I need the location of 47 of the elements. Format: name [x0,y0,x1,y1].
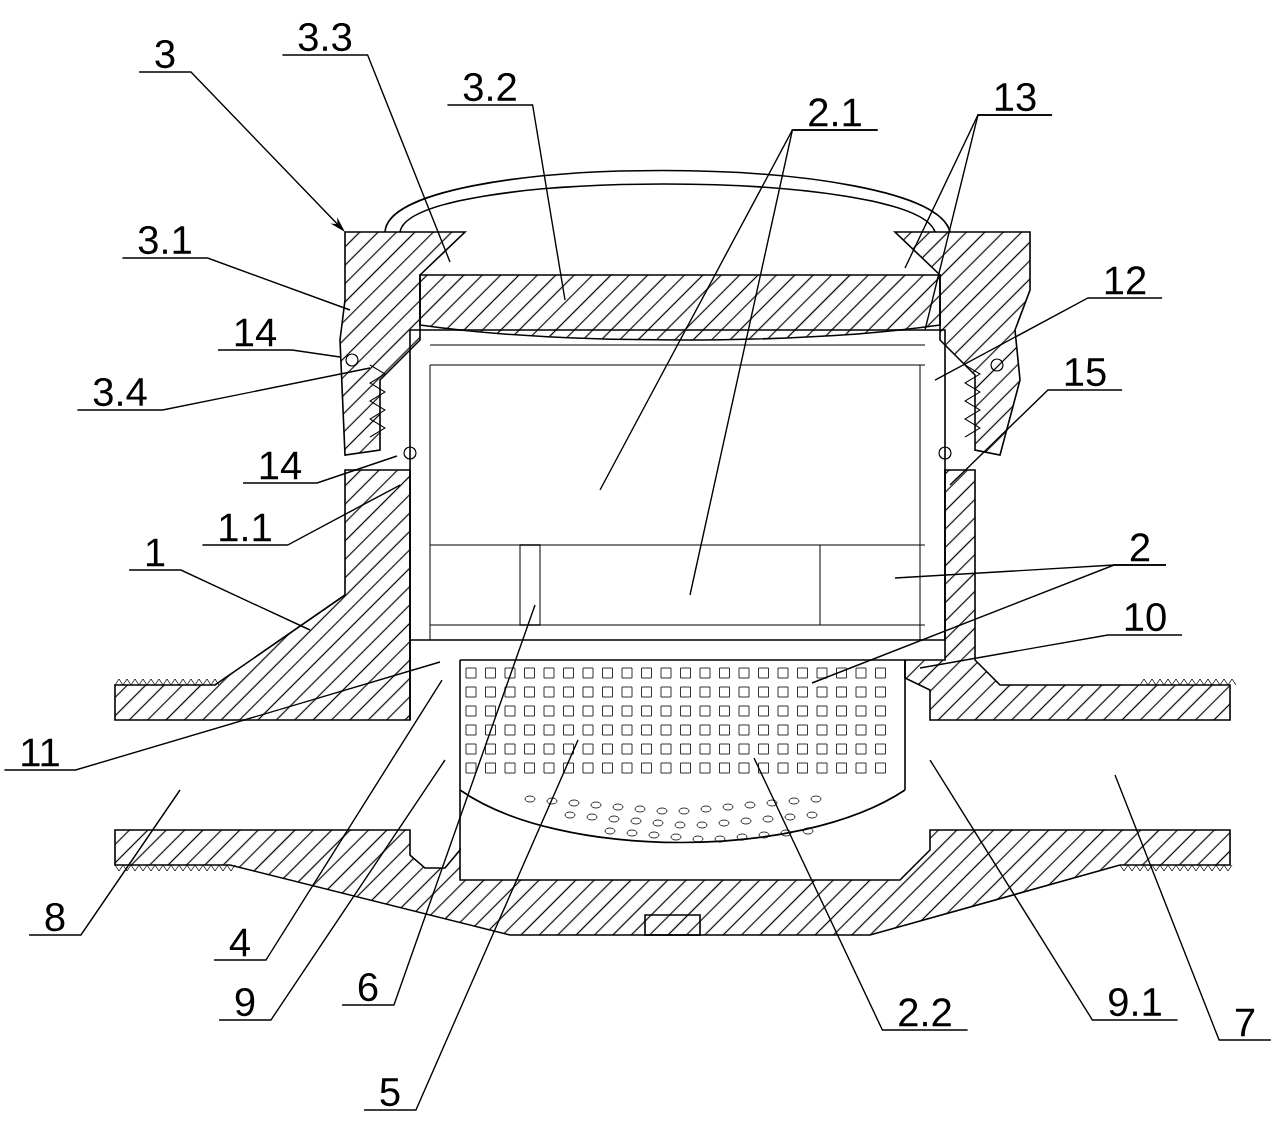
leader-line [281,54,451,263]
callout-number: 3.2 [463,72,516,102]
leader-line [218,759,446,1021]
callout-number: 5 [380,1078,400,1107]
callout-number: 15 [1065,358,1106,387]
callout-number: 1.1 [220,513,271,542]
leader-line [919,634,1183,669]
leader-line [363,739,579,1111]
leader-line [28,789,181,936]
callout-number: 9 [235,987,255,1017]
leader-line [934,297,1163,381]
leader-line [341,604,536,1006]
leader-line [811,564,1167,684]
leader-line [689,129,879,596]
callout-number: 3 [155,39,175,69]
callout-number: 14 [260,451,302,480]
callout-number: 8 [45,902,65,932]
callout-number: 3.3 [298,22,352,52]
callout-number: 11 [22,738,59,767]
callout-number: 9.1 [1109,987,1161,1017]
leader-line [1114,774,1272,1041]
callout-number: 2 [1130,533,1150,562]
leader-line [924,114,1053,331]
callout-number: 10 [1125,602,1166,632]
callout-number: 3.1 [138,225,191,255]
leader-line [121,257,351,311]
leader-line [242,455,398,484]
callout-number: 4 [229,928,250,957]
leader-line [217,349,341,358]
callout-number: 2.1 [809,98,861,127]
callout-number: 12 [1105,266,1146,295]
leader-line [753,757,969,1031]
callout-number: 6 [358,972,378,1002]
leader-line [446,104,566,301]
leader-line [201,484,401,546]
callout-number: 1 [146,538,165,567]
leader-line [76,367,371,411]
leader-line [929,759,1179,1021]
leader-line [3,661,441,771]
callout-number: 13 [995,82,1036,112]
leader-line [128,569,311,631]
leader-line [213,679,443,961]
leader-line [949,389,1123,486]
callout-number: 7 [1235,1008,1255,1037]
callout-number: 2.2 [899,998,951,1027]
callout-number: 3.4 [93,377,147,407]
callout-number: 14 [235,318,277,347]
